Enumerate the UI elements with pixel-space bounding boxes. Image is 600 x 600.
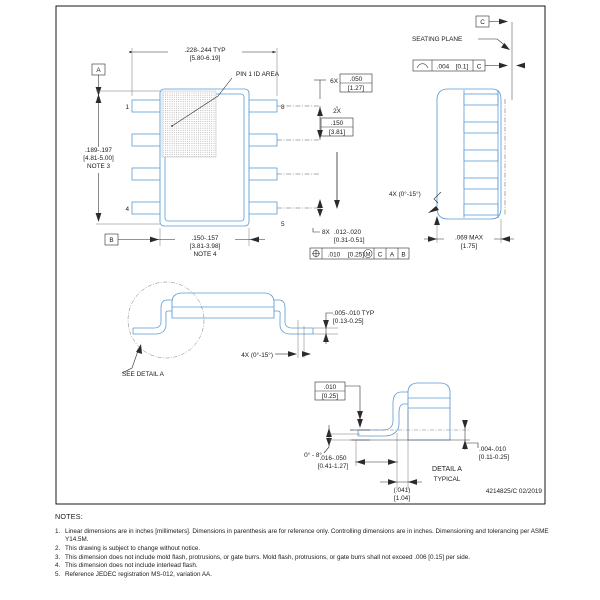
pitch-qty: 6X xyxy=(330,78,339,85)
note-text: Linear dimensions are in inches [millime… xyxy=(65,528,549,544)
pin-1-id-area xyxy=(162,91,216,157)
detail-a-circle xyxy=(127,281,205,359)
left-dim-inch: .189-.197 xyxy=(85,147,112,154)
standoff-mm: [0.25] xyxy=(322,393,338,400)
note-number: 1. xyxy=(55,528,61,535)
span-dimension: 2X .150 [3.81] xyxy=(320,106,354,209)
pin-number-5: 5 xyxy=(281,221,285,228)
lead-width-dimension: 8X .012-.020 [0.31-0.51] xyxy=(312,199,365,244)
bottom-dim-mm: [3.81-3.98] xyxy=(190,243,221,250)
lead-thickness-mm: [0.13-0.25] xyxy=(333,318,364,325)
note-number: 5. xyxy=(55,571,61,579)
note-item: 4. This dimension does not include inter… xyxy=(55,562,555,570)
foot-length-mm: [0.41-1.27] xyxy=(318,463,349,470)
bottom-dim-inch: .150-.157 xyxy=(191,235,218,242)
fcf-tolerance-mm: [0.25] xyxy=(348,251,364,258)
pin-number-8: 8 xyxy=(281,104,285,111)
lead-thickness-dimension: .005-.010 TYP [0.13-0.25] xyxy=(313,310,374,344)
feature-control-frame: .010 [0.25] M C A B xyxy=(309,247,410,260)
lead-width-label: 8X xyxy=(322,229,331,236)
standoff-dimension: .010 [0.25] xyxy=(314,381,370,441)
detail-thickness-dimension: .004-.010 [0.11-0.25] xyxy=(462,420,509,461)
span-mm: [3.81] xyxy=(329,129,345,136)
note-item: 1. Linear dimensions are in inches [mill… xyxy=(55,528,555,544)
datum-b-label: B xyxy=(109,237,113,244)
position-icon xyxy=(312,249,320,258)
side-view-body xyxy=(436,88,506,220)
datum-c-marker: C xyxy=(475,15,508,28)
bottom-dim-note: NOTE 4 xyxy=(193,251,217,258)
side-view: C SEATING PLANE .004 [0.1] C xyxy=(389,15,525,250)
detail-thickness-inch: .004-.010 xyxy=(479,446,506,453)
reference-dim-inch: (.041) xyxy=(394,487,411,494)
detail-a-title: DETAIL A xyxy=(432,466,462,473)
fcf-datum-1: C xyxy=(378,251,383,258)
flatness-value-mm: [0.1] xyxy=(456,63,469,70)
left-dim-note: NOTE 3 xyxy=(87,163,111,170)
detail-a-view: .010 [0.25] 0° - 8° xyxy=(304,381,509,502)
foot-angle-label: 0° - 8° xyxy=(304,451,322,459)
foot-angle-callout: 0° - 8° xyxy=(304,425,360,459)
height-max-dimension: .069 MAX [1.75] xyxy=(424,216,514,250)
height-max-mm: [1.75] xyxy=(461,243,477,250)
pin1-leader-line xyxy=(171,77,233,127)
note-item: 5. Reference JEDEC registration MS-012, … xyxy=(55,571,555,579)
top-dim-inch: .228-.244 TYP xyxy=(184,47,225,54)
lead-width-inch: .012-.020 xyxy=(334,229,361,236)
fcf-datum-3: B xyxy=(401,251,405,258)
note-number: 3. xyxy=(55,553,61,561)
top-dim-mm: [5.80-6.19] xyxy=(190,55,221,62)
lead-width-mm: [0.31-0.51] xyxy=(334,237,365,244)
foot-length-dimension: .016-.050 [0.41-1.27] xyxy=(318,433,398,490)
top-view: PIN 1 ID AREA 1 4 8 5 .228-.244 TYP [5.8… xyxy=(68,46,410,260)
datum-a-marker: A xyxy=(91,63,106,96)
front-view: SEE DETAIL A 4X (0°-15°) .005-.010 TYP [… xyxy=(121,281,374,378)
flatness-control-frame: .004 [0.1] C xyxy=(412,59,525,72)
side-draft-angle-label: 4X (0°-15°) xyxy=(389,190,421,198)
reference-dimension: (.041) [1.04] xyxy=(380,410,422,502)
standoff-inch: .010 xyxy=(324,384,337,391)
mmc-modifier-icon: M xyxy=(363,249,373,258)
detail-a-subtitle: TYPICAL xyxy=(434,476,461,483)
pin-number-1: 1 xyxy=(125,104,129,111)
flatness-icon xyxy=(416,63,429,69)
datum-a-label: A xyxy=(96,67,101,74)
note-text: This dimension does not include interlea… xyxy=(65,562,198,570)
pitch-mm: [1.27] xyxy=(348,85,364,92)
foot-length-inch: .016-.050 xyxy=(319,455,346,462)
note-text: Reference JEDEC registration MS-012, var… xyxy=(65,571,212,579)
note-item: 2. This drawing is subject to change wit… xyxy=(55,545,555,553)
lead-thickness-inch: .005-.010 TYP xyxy=(333,310,374,317)
flatness-value-inch: .004 xyxy=(437,63,450,70)
see-detail-a-label: SEE DETAIL A xyxy=(122,371,165,378)
pin1-id-label: PIN 1 ID AREA xyxy=(236,71,280,78)
note-number: 4. xyxy=(55,562,61,570)
span-qty: 2X xyxy=(333,108,342,115)
pitch-dimension: 6X .050 [1.27] xyxy=(314,73,373,140)
note-text: This drawing is subject to change withou… xyxy=(65,544,201,552)
note-number: 2. xyxy=(55,544,61,552)
height-max-inch: .069 MAX xyxy=(455,235,484,242)
left-dim-mm: [4.81-5.00] xyxy=(83,155,114,162)
notes-title: NOTES: xyxy=(55,512,83,521)
drawing-frame xyxy=(55,5,546,505)
note-item: 3. This dimension does not include mold … xyxy=(55,554,555,562)
front-draft-angle-label: 4X (0°-15°) xyxy=(241,351,273,359)
pitch-inch: .050 xyxy=(350,76,363,83)
detail-thickness-mm: [0.11-0.25] xyxy=(479,454,509,461)
reference-dim-mm: [1.04] xyxy=(394,495,410,502)
span-inch: .150 xyxy=(331,120,344,127)
note-text: This dimension does not include mold fla… xyxy=(65,553,470,561)
mmc-letter: M xyxy=(366,252,371,258)
datum-b-marker: B xyxy=(104,233,143,246)
pin-number-4: 4 xyxy=(125,206,129,213)
seating-plane-label: SEATING PLANE xyxy=(412,36,462,43)
fcf-tolerance-inch: .010 xyxy=(328,251,341,258)
flatness-datum: C xyxy=(477,63,482,70)
fcf-datum-2: A xyxy=(390,251,395,258)
drawing-number: 4214825/C 02/2019 xyxy=(485,488,542,495)
notes-section: NOTES: 1. Linear dimensions are in inche… xyxy=(55,512,555,580)
datum-c-label: C xyxy=(480,19,485,26)
